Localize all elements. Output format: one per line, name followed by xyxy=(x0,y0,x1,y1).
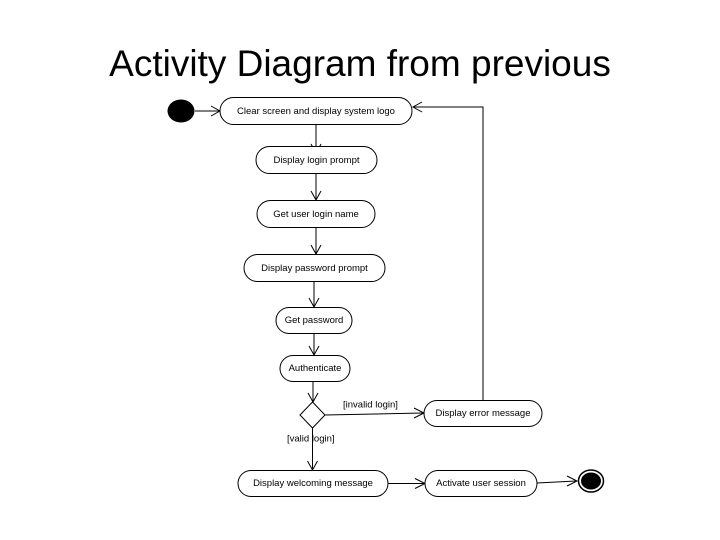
action-activate-user-session-label: Activate user session xyxy=(436,478,526,489)
guard-invalid-login-label: [invalid login] xyxy=(343,400,398,411)
page-title: Activity Diagram from previous xyxy=(109,43,611,84)
action-activate-user-session xyxy=(424,470,538,497)
action-get-password-label: Get password xyxy=(285,315,344,326)
flow-activate-session-to-final xyxy=(536,480,577,484)
action-clear-screen-label: Clear screen and display system logo xyxy=(237,106,395,117)
initial-node xyxy=(167,99,195,123)
action-display-error-message-label: Display error message xyxy=(435,408,530,419)
flow-error-message-to-clear-screen xyxy=(414,106,484,401)
final-node-ring xyxy=(577,469,605,493)
action-authenticate xyxy=(279,355,351,382)
final-node xyxy=(581,472,601,490)
flow-decision-to-error-message xyxy=(324,412,424,416)
action-display-password-prompt-label: Display password prompt xyxy=(261,263,368,274)
decision-node xyxy=(299,401,326,429)
action-get-user-login-name-label: Get user login name xyxy=(273,209,359,220)
action-authenticate-label: Authenticate xyxy=(289,363,342,374)
action-display-login-prompt-label: Display login prompt xyxy=(273,155,359,166)
arrowhead-error-message-to-clear-screen xyxy=(411,101,423,113)
action-display-welcoming-message-label: Display welcoming message xyxy=(253,478,373,489)
guard-valid-login-label: [valid login] xyxy=(287,434,335,445)
arrowhead-activate-session-to-final xyxy=(566,475,579,487)
